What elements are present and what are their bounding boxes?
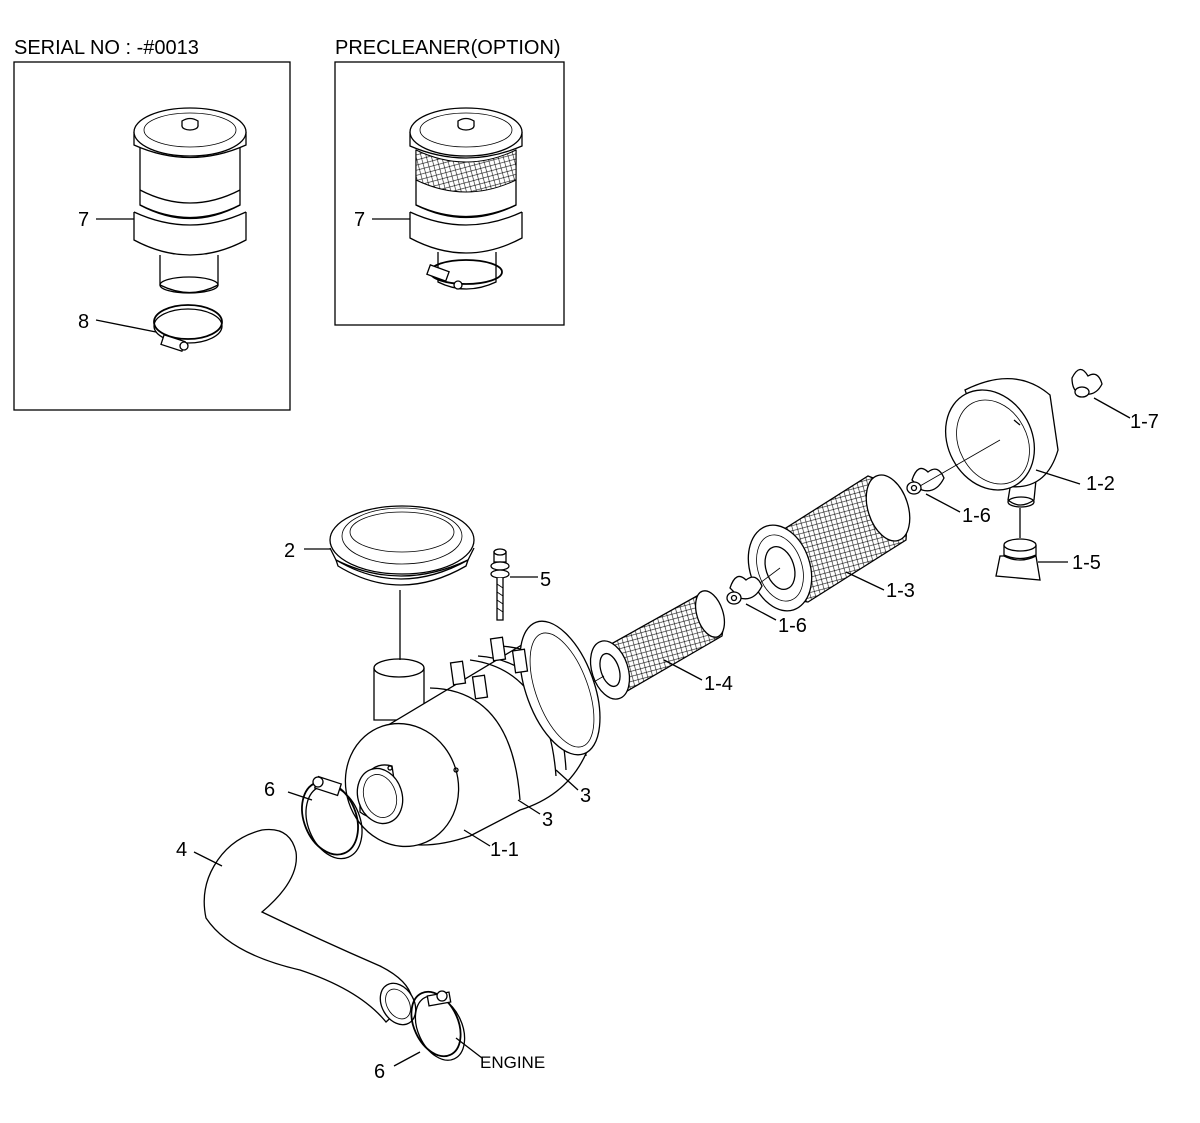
callout-4: 4	[176, 839, 187, 861]
part-1-2-end-cover	[944, 378, 1059, 508]
leader-1-1	[463, 829, 491, 847]
part-2-cap	[329, 505, 475, 586]
axis-line-cover	[919, 439, 1001, 487]
leader-1-2	[1035, 469, 1081, 485]
leader-3-upper	[555, 769, 579, 791]
callout-3-upper: 3	[580, 785, 591, 807]
part-4-hose	[203, 828, 417, 1026]
leader-4	[193, 851, 223, 867]
part-6-clamp-lower	[410, 990, 466, 1061]
part-1-5-valve	[995, 538, 1041, 581]
callout-engine: ENGINE	[480, 1053, 545, 1072]
callout-3-lower: 3	[542, 809, 553, 831]
callout-5: 5	[540, 569, 551, 591]
part-5-bolt	[490, 548, 510, 621]
inset-precleaner-frame	[334, 61, 565, 326]
callout-1-7: 1-7	[1130, 411, 1159, 433]
part-1-1-housing	[344, 620, 601, 848]
part-1-6-wing-nut-upper	[906, 467, 945, 495]
part-7-precleaner	[409, 107, 523, 290]
part-1-6-wing-nut-lower	[726, 575, 763, 605]
callout-1-5: 1-5	[1072, 552, 1101, 574]
leader-3-lower	[517, 799, 541, 815]
callout-1-1: 1-1	[490, 839, 519, 861]
callout-7-right: 7	[354, 209, 365, 231]
leader-6-lower	[393, 1051, 421, 1067]
leader-1-6-lower	[745, 603, 777, 621]
leader-1-4	[663, 659, 703, 681]
callout-1-3: 1-3	[886, 580, 915, 602]
callout-6-lower: 6	[374, 1061, 385, 1083]
inset-precleaner-title: PRECLEANER(OPTION)	[335, 37, 561, 59]
part-6-clamp-upper	[301, 775, 363, 860]
inset-serial-no: SERIAL NO : -#0013 7 8	[13, 37, 291, 411]
callout-7-left: 7	[78, 209, 89, 231]
callout-8: 8	[78, 311, 89, 333]
callout-1-4: 1-4	[704, 673, 733, 695]
part-1-4-safety-filter	[589, 590, 726, 700]
leader-6-upper	[287, 791, 313, 801]
part-1-7-wing-nut	[1071, 368, 1103, 398]
callout-1-6-upper: 1-6	[962, 505, 991, 527]
leader-1-3	[845, 571, 885, 591]
callout-1-6-lower: 1-6	[778, 615, 807, 637]
part-8-hose-clamp	[153, 304, 223, 352]
part-7-cap	[133, 107, 247, 294]
leader-engine	[455, 1037, 483, 1059]
callout-2: 2	[284, 540, 295, 562]
callout-1-2: 1-2	[1086, 473, 1115, 495]
leader-1-7	[1093, 397, 1131, 419]
leader-1-6-upper	[925, 493, 961, 513]
callout-6-upper: 6	[264, 779, 275, 801]
leader-8	[95, 319, 157, 333]
inset-serial-title: SERIAL NO : -#0013	[14, 37, 199, 59]
inset-precleaner: PRECLEANER(OPTION) 7	[334, 37, 565, 326]
inset-serial-frame	[13, 61, 291, 411]
